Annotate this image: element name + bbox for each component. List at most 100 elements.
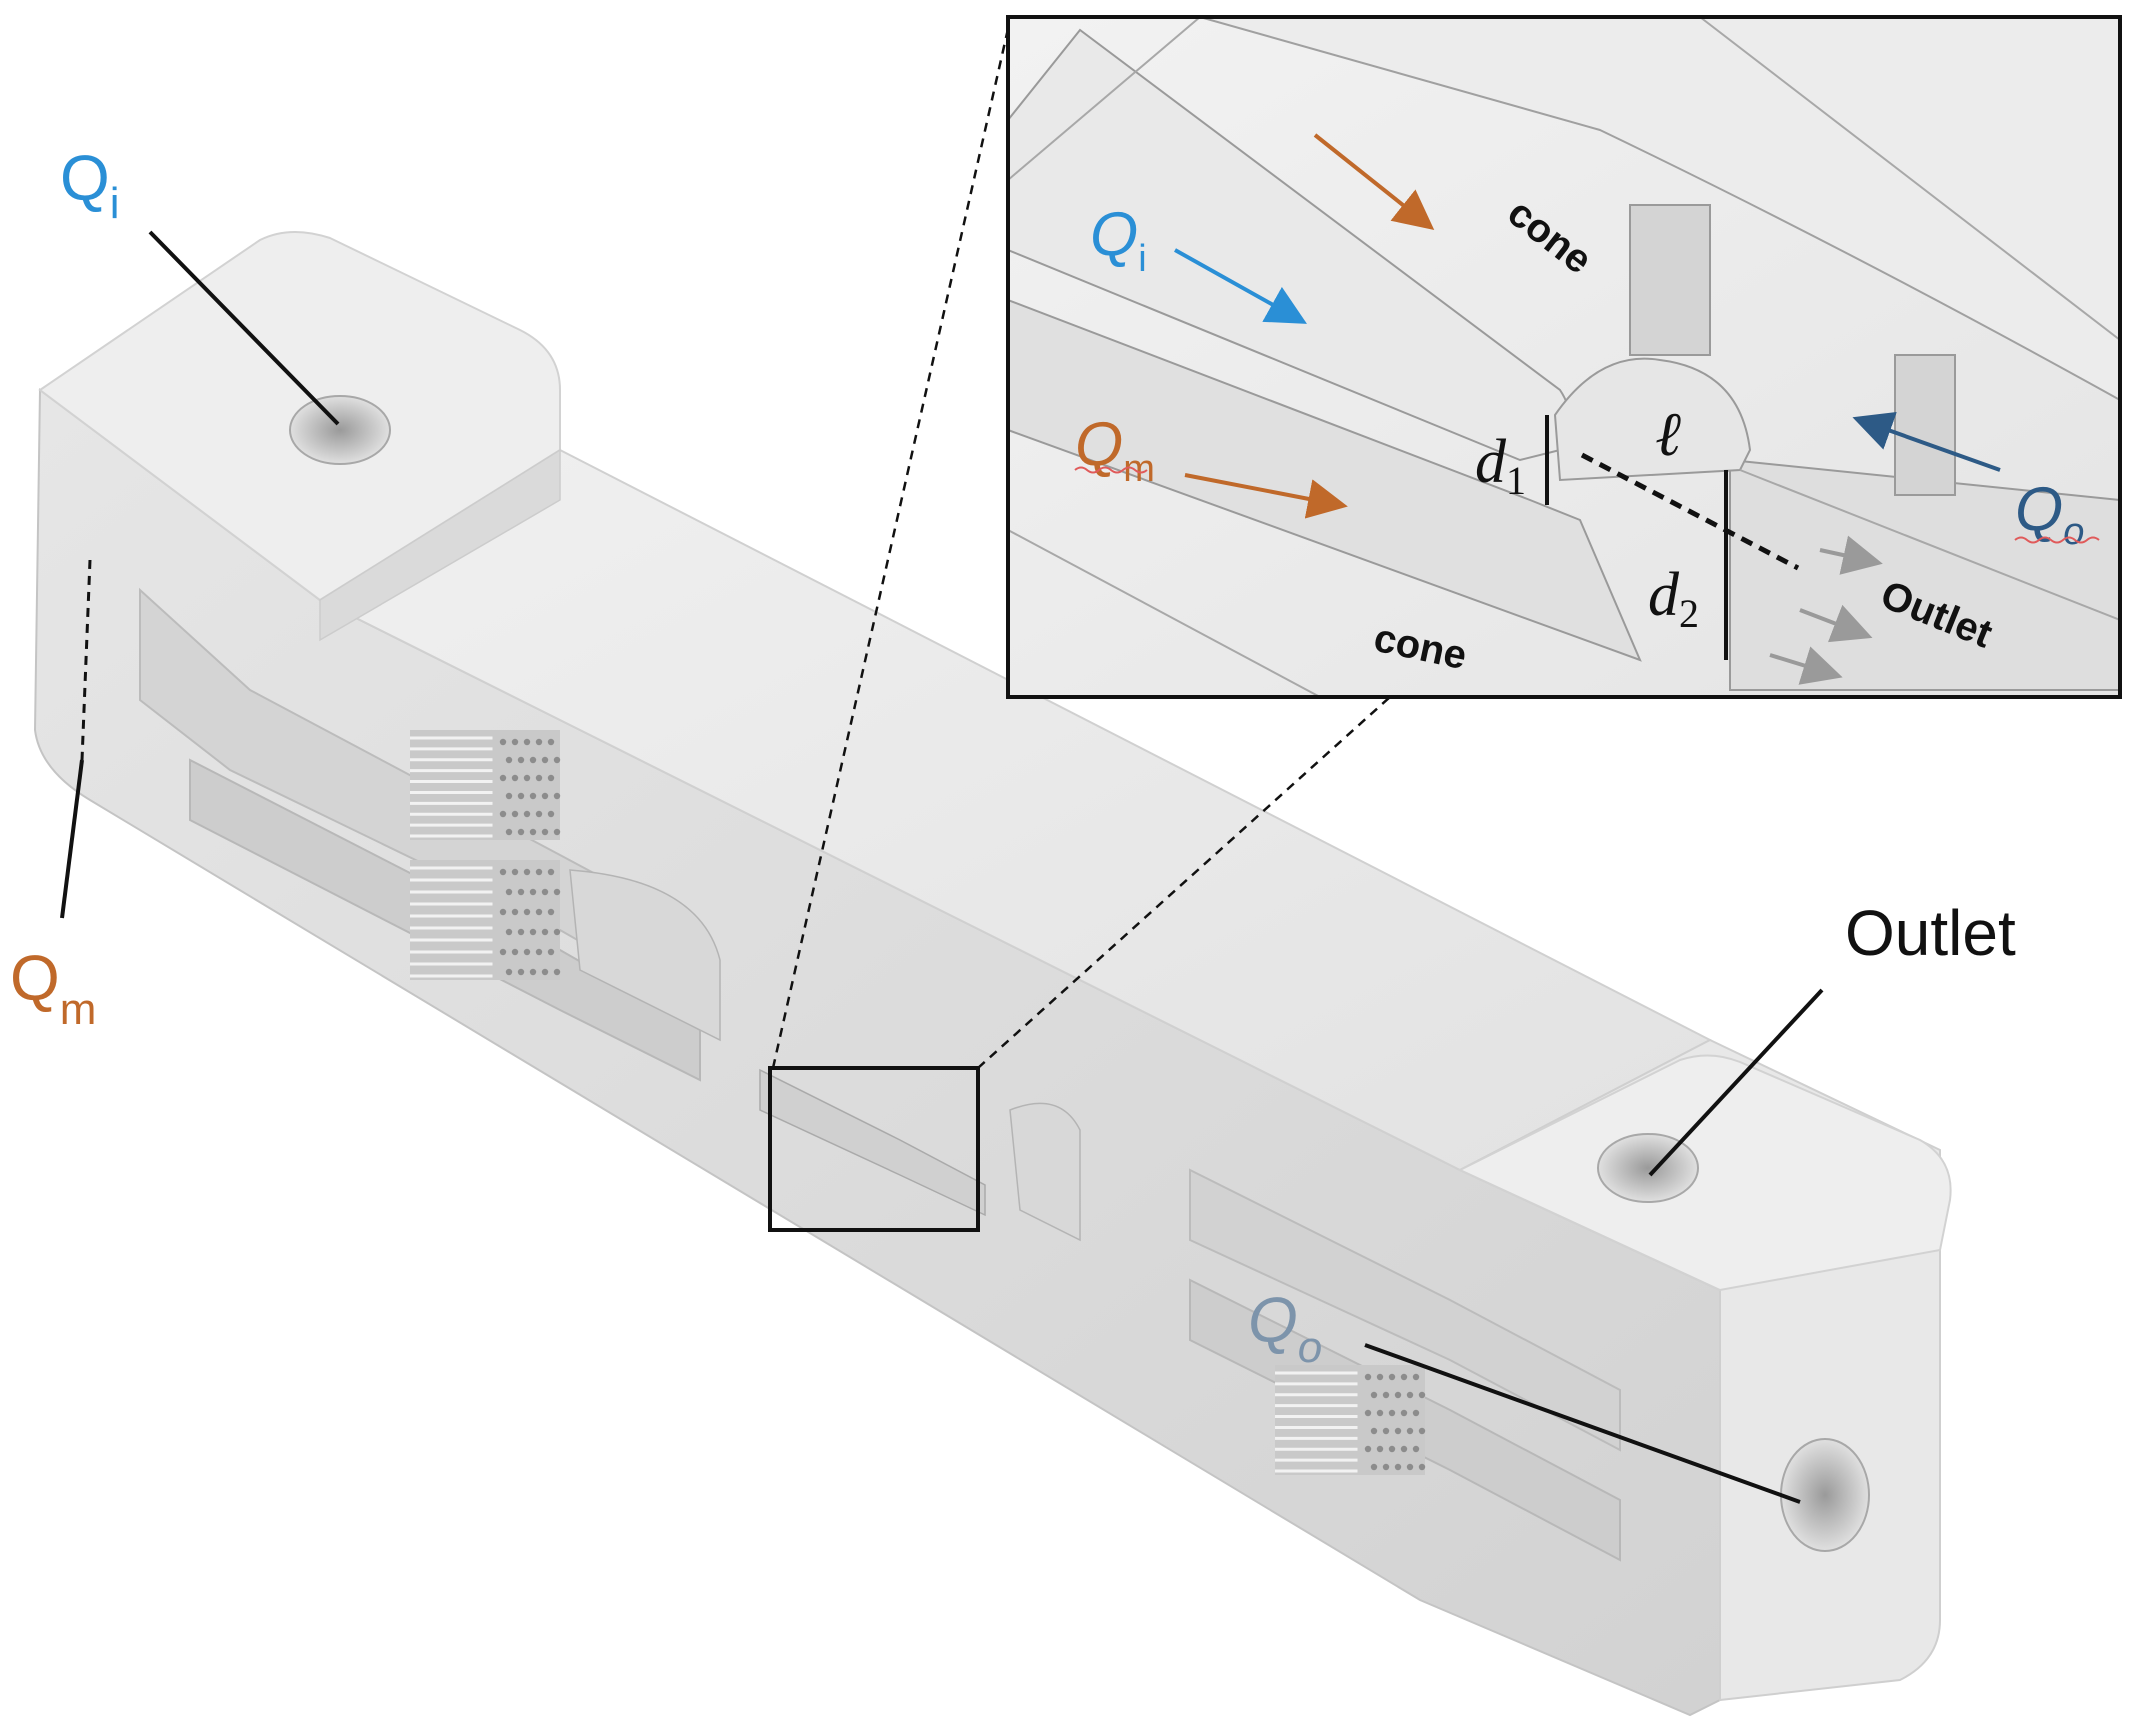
mesh-pore: [499, 948, 507, 956]
mesh-pore: [553, 792, 561, 800]
device-body: [33, 230, 1952, 1717]
qi-label-sub: i: [110, 179, 120, 228]
mesh-pore: [1364, 1373, 1372, 1381]
qo-label: Qo: [1248, 1284, 1322, 1372]
qm-leader-dashed: [80, 559, 92, 761]
inset-d1-main: d: [1475, 428, 1507, 496]
inset-qm-underline: [1074, 466, 1148, 474]
mesh-pore: [535, 908, 543, 916]
mesh-pore: [529, 756, 537, 764]
mesh-pore: [1382, 1427, 1390, 1435]
mesh-pore: [523, 774, 531, 782]
mesh-pore: [1418, 1427, 1426, 1435]
mesh-pore: [511, 738, 519, 746]
mesh-pore: [547, 908, 555, 916]
zoom-leader-left: [771, 19, 1012, 1069]
mesh-pore: [505, 828, 513, 836]
mesh-pore: [523, 868, 531, 876]
qm-leader-solid: [60, 759, 84, 919]
mesh-pore: [553, 928, 561, 936]
inset-mixing-chamber: [1553, 357, 1752, 482]
mesh-pore: [511, 948, 519, 956]
inset-panel: cone cone Outlet Qi Qm Qo d1 d2 ℓ: [1006, 15, 2122, 699]
mesh-pore: [535, 774, 543, 782]
mesh-pore: [1394, 1427, 1402, 1435]
mesh-pore: [553, 968, 561, 976]
mesh-pore: [529, 888, 537, 896]
inset-arrow-outlet-2: [1799, 604, 1873, 643]
mesh-pore: [553, 756, 561, 764]
mesh-pore: [541, 756, 549, 764]
inset-d2-sub: 2: [1679, 591, 1699, 636]
mesh-pore: [535, 948, 543, 956]
inset-ell-line: [1580, 452, 1800, 571]
mesh-pore: [541, 792, 549, 800]
inset-qo-underline: [2014, 536, 2100, 544]
mesh-pore: [1406, 1391, 1414, 1399]
mesh-pore: [511, 868, 519, 876]
mesh-blocks: [410, 730, 1426, 1475]
mesh-pore: [1418, 1391, 1426, 1399]
mesh-pore: [517, 928, 525, 936]
mesh-block: [410, 860, 560, 980]
mesh-pore: [1412, 1445, 1420, 1453]
inset-d1-label: d1: [1475, 428, 1526, 503]
mesh-pore: [1394, 1463, 1402, 1471]
inset-qi-label: Qi: [1090, 200, 1147, 280]
inset-ell-label: ℓ: [1655, 401, 1681, 469]
mixing-bend: [1009, 1102, 1081, 1242]
mesh-pore: [1370, 1463, 1378, 1471]
mesh-pore: [511, 774, 519, 782]
mesh-pore: [547, 774, 555, 782]
mesh-pore: [535, 738, 543, 746]
inset-qi-sub: i: [1138, 238, 1146, 280]
mesh-pore: [547, 868, 555, 876]
right-port-block-top: [1457, 1054, 1952, 1292]
mesh-pore: [1364, 1445, 1372, 1453]
mesh-pore: [1394, 1391, 1402, 1399]
mesh-pore: [1406, 1427, 1414, 1435]
mesh-pore: [1412, 1373, 1420, 1381]
mesh-pore: [1376, 1445, 1384, 1453]
mesh-pore: [535, 810, 543, 818]
qi-leader-line: [148, 230, 340, 426]
mesh-pore: [1370, 1391, 1378, 1399]
mesh-pore: [553, 888, 561, 896]
mesh-pore: [505, 968, 513, 976]
mesh-pore: [1400, 1409, 1408, 1417]
left-port-block-side: [319, 448, 561, 642]
mesh-pore: [1400, 1445, 1408, 1453]
mesh-pore: [499, 774, 507, 782]
qi-label-main: Q: [60, 142, 110, 214]
mesh-pore: [1382, 1463, 1390, 1471]
mesh-pore: [505, 888, 513, 896]
qo-port-hole: [1780, 1438, 1870, 1552]
mesh-pore: [1382, 1391, 1390, 1399]
mesh-pore: [1376, 1409, 1384, 1417]
mesh-pore: [517, 756, 525, 764]
qo-label-main: Q: [1248, 1284, 1298, 1356]
mesh-pore: [541, 968, 549, 976]
inset-cavity-top: [1629, 204, 1711, 356]
inset-cavity-right: [1894, 354, 1956, 496]
mesh-pore: [529, 792, 537, 800]
mesh-pore: [499, 908, 507, 916]
mesh-pore: [553, 828, 561, 836]
mesh-pore: [541, 928, 549, 936]
mesh-pore: [517, 792, 525, 800]
mesh-pore: [517, 888, 525, 896]
mesh-pore: [1412, 1409, 1420, 1417]
mesh-pore: [499, 738, 507, 746]
mesh-pore: [529, 968, 537, 976]
inset-d2-label: d2: [1648, 561, 1699, 636]
mesh-pore: [517, 828, 525, 836]
inset-qm-label: Qm: [1075, 410, 1155, 490]
mesh-pore: [505, 756, 513, 764]
mesh-pore: [1388, 1445, 1396, 1453]
mesh-pore: [1388, 1373, 1396, 1381]
qm-label: Qm: [10, 942, 96, 1034]
mesh-pore: [1388, 1409, 1396, 1417]
inset-qo-main: Q: [2015, 475, 2063, 544]
